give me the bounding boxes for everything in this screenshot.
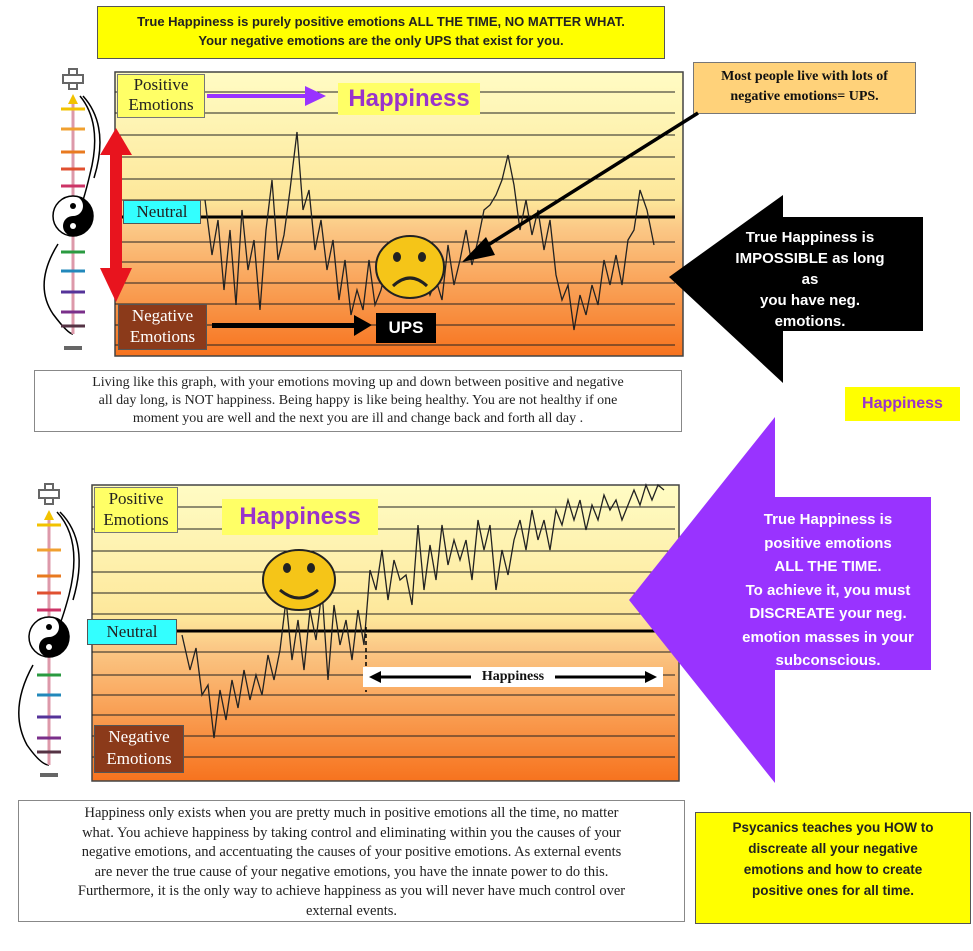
chart-2-negative-label: Negative Emotions <box>94 725 184 773</box>
chart-2-caption-line-3: negative emotions, and accentuating the … <box>81 844 622 860</box>
purple-arrow-line-7: subconscious. <box>775 652 881 669</box>
chart-2-range-bar: Happiness <box>363 667 663 687</box>
chart-1-emotion-line <box>204 131 655 331</box>
chart-1-positive-label-line-2: Emotions <box>128 95 194 114</box>
purple-arrow-text: True Happiness is positive emotions ALL … <box>728 508 928 673</box>
chart-2-positive-label-line-1: Positive <box>108 489 164 508</box>
black-arrow-line-2: IMPOSSIBLE as long as <box>735 250 885 288</box>
purple-arrow-line-4: To achieve it, you must <box>745 581 911 599</box>
chart-1-red-arrow <box>100 128 132 302</box>
chart-2-positive-label: Positive Emotions <box>94 487 178 533</box>
emotion-scale-top <box>43 68 101 350</box>
black-arrow-text: True Happiness is IMPOSSIBLE as long as … <box>730 227 890 332</box>
chart-2-caption-line-2: what. You achieve happiness by taking co… <box>82 824 621 841</box>
chart-2-caption-line-4: are never the true cause of your negativ… <box>94 863 609 880</box>
emotion-scale-bottom <box>18 483 80 777</box>
callout-line-2: negative emotions= UPS. <box>730 89 879 104</box>
chart-2-gridlines <box>92 506 675 758</box>
callout-line-1: Most people live with lots of <box>721 69 888 84</box>
chart-1-happiness-label: Happiness <box>338 83 480 115</box>
chart-1-positive-label-line-1: Positive <box>133 75 189 94</box>
yin-yang-icon <box>52 195 94 237</box>
chart-2-range-label: Happiness <box>481 669 545 684</box>
black-arrow-line-4: emotions. <box>774 313 846 330</box>
psycanics-line-3: emotions and how to create <box>743 862 923 877</box>
chart-2-range-arrows <box>369 671 657 683</box>
psycanics-line-1: Psycanics teaches you HOW to <box>732 820 934 835</box>
chart-1-caption: Living like this graph, with your emotio… <box>34 370 682 432</box>
purple-arrow-line-1: True Happiness is <box>763 511 893 528</box>
chart-2-caption-line-5: Furthermore, it is the only way to achie… <box>77 883 626 899</box>
chart-1-positive-label: Positive Emotions <box>117 74 205 118</box>
emotion-chart-top <box>100 71 684 357</box>
chart-2-caption-line-6: external events. <box>306 902 397 919</box>
chart-2-negative-label-line-2: Emotions <box>106 749 172 768</box>
side-happiness-label: Happiness <box>845 387 960 421</box>
chart-2-caption: Happiness only exists when you are prett… <box>18 800 685 922</box>
chart-1-caption-line-1: Living like this graph, with your emotio… <box>92 375 624 390</box>
black-left-arrow <box>669 195 923 383</box>
plus-icon <box>62 68 84 90</box>
sad-face-icon <box>375 235 445 299</box>
psycanics-line-4: positive ones for all time. <box>751 883 915 898</box>
emotion-chart-bottom <box>91 483 680 782</box>
callout-pointer-arrow <box>462 111 699 262</box>
chart-1-purple-arrow <box>207 86 326 106</box>
purple-left-arrow <box>629 417 931 783</box>
chart-2-positive-label-line-2: Emotions <box>103 510 169 529</box>
callout-most-people: Most people live with lots of negative e… <box>693 62 916 114</box>
black-arrow-line-3: you have neg. <box>759 292 861 309</box>
black-arrow-line-1: True Happiness is <box>745 229 875 246</box>
chart-1-negative-label-line-1: Negative <box>131 306 194 325</box>
chart-2-emotion-line <box>181 483 665 739</box>
chart-1-plot-area <box>114 71 684 357</box>
chart-2-caption-line-1: Happiness only exists when you are prett… <box>84 805 619 821</box>
chart-1-negative-label-line-2: Emotions <box>129 327 196 346</box>
purple-arrow-line-6: emotion masses in your <box>742 628 914 646</box>
purple-arrow-line-2: positive emotions <box>764 534 892 552</box>
yin-yang-icon-2 <box>28 616 70 658</box>
plus-icon-2 <box>38 483 60 505</box>
top-banner-line-1: True Happiness is purely positive emotio… <box>137 14 625 29</box>
ups-label: UPS <box>376 313 436 343</box>
top-banner-line-2: Your negative emotions are the only UPS … <box>198 33 564 48</box>
purple-arrow-line-5: DISCREATE your neg. <box>749 605 907 622</box>
smiley-face-icon <box>262 549 336 611</box>
minus-icon <box>64 346 82 350</box>
purple-arrow-line-3: ALL THE TIME. <box>774 558 882 575</box>
chart-2-negative-label-line-1: Negative <box>108 727 170 746</box>
chart-2-happiness-label: Happiness <box>222 499 378 535</box>
chart-1-black-arrow <box>212 315 372 336</box>
chart-2-plot-area <box>91 484 680 782</box>
chart-2-neutral-label: Neutral <box>87 619 177 645</box>
psycanics-box: Psycanics teaches you HOW to discreate a… <box>695 812 971 924</box>
chart-1-caption-line-3: moment you are well and the next you are… <box>132 411 584 426</box>
chart-1-negative-label: Negative Emotions <box>118 304 207 350</box>
minus-icon-2 <box>40 773 58 777</box>
chart-1-caption-line-2: all day long, is NOT happiness. Being ha… <box>98 393 618 408</box>
top-banner: True Happiness is purely positive emotio… <box>97 6 665 59</box>
psycanics-line-2: discreate all your negative <box>748 841 918 856</box>
chart-1-neutral-label: Neutral <box>123 200 201 224</box>
